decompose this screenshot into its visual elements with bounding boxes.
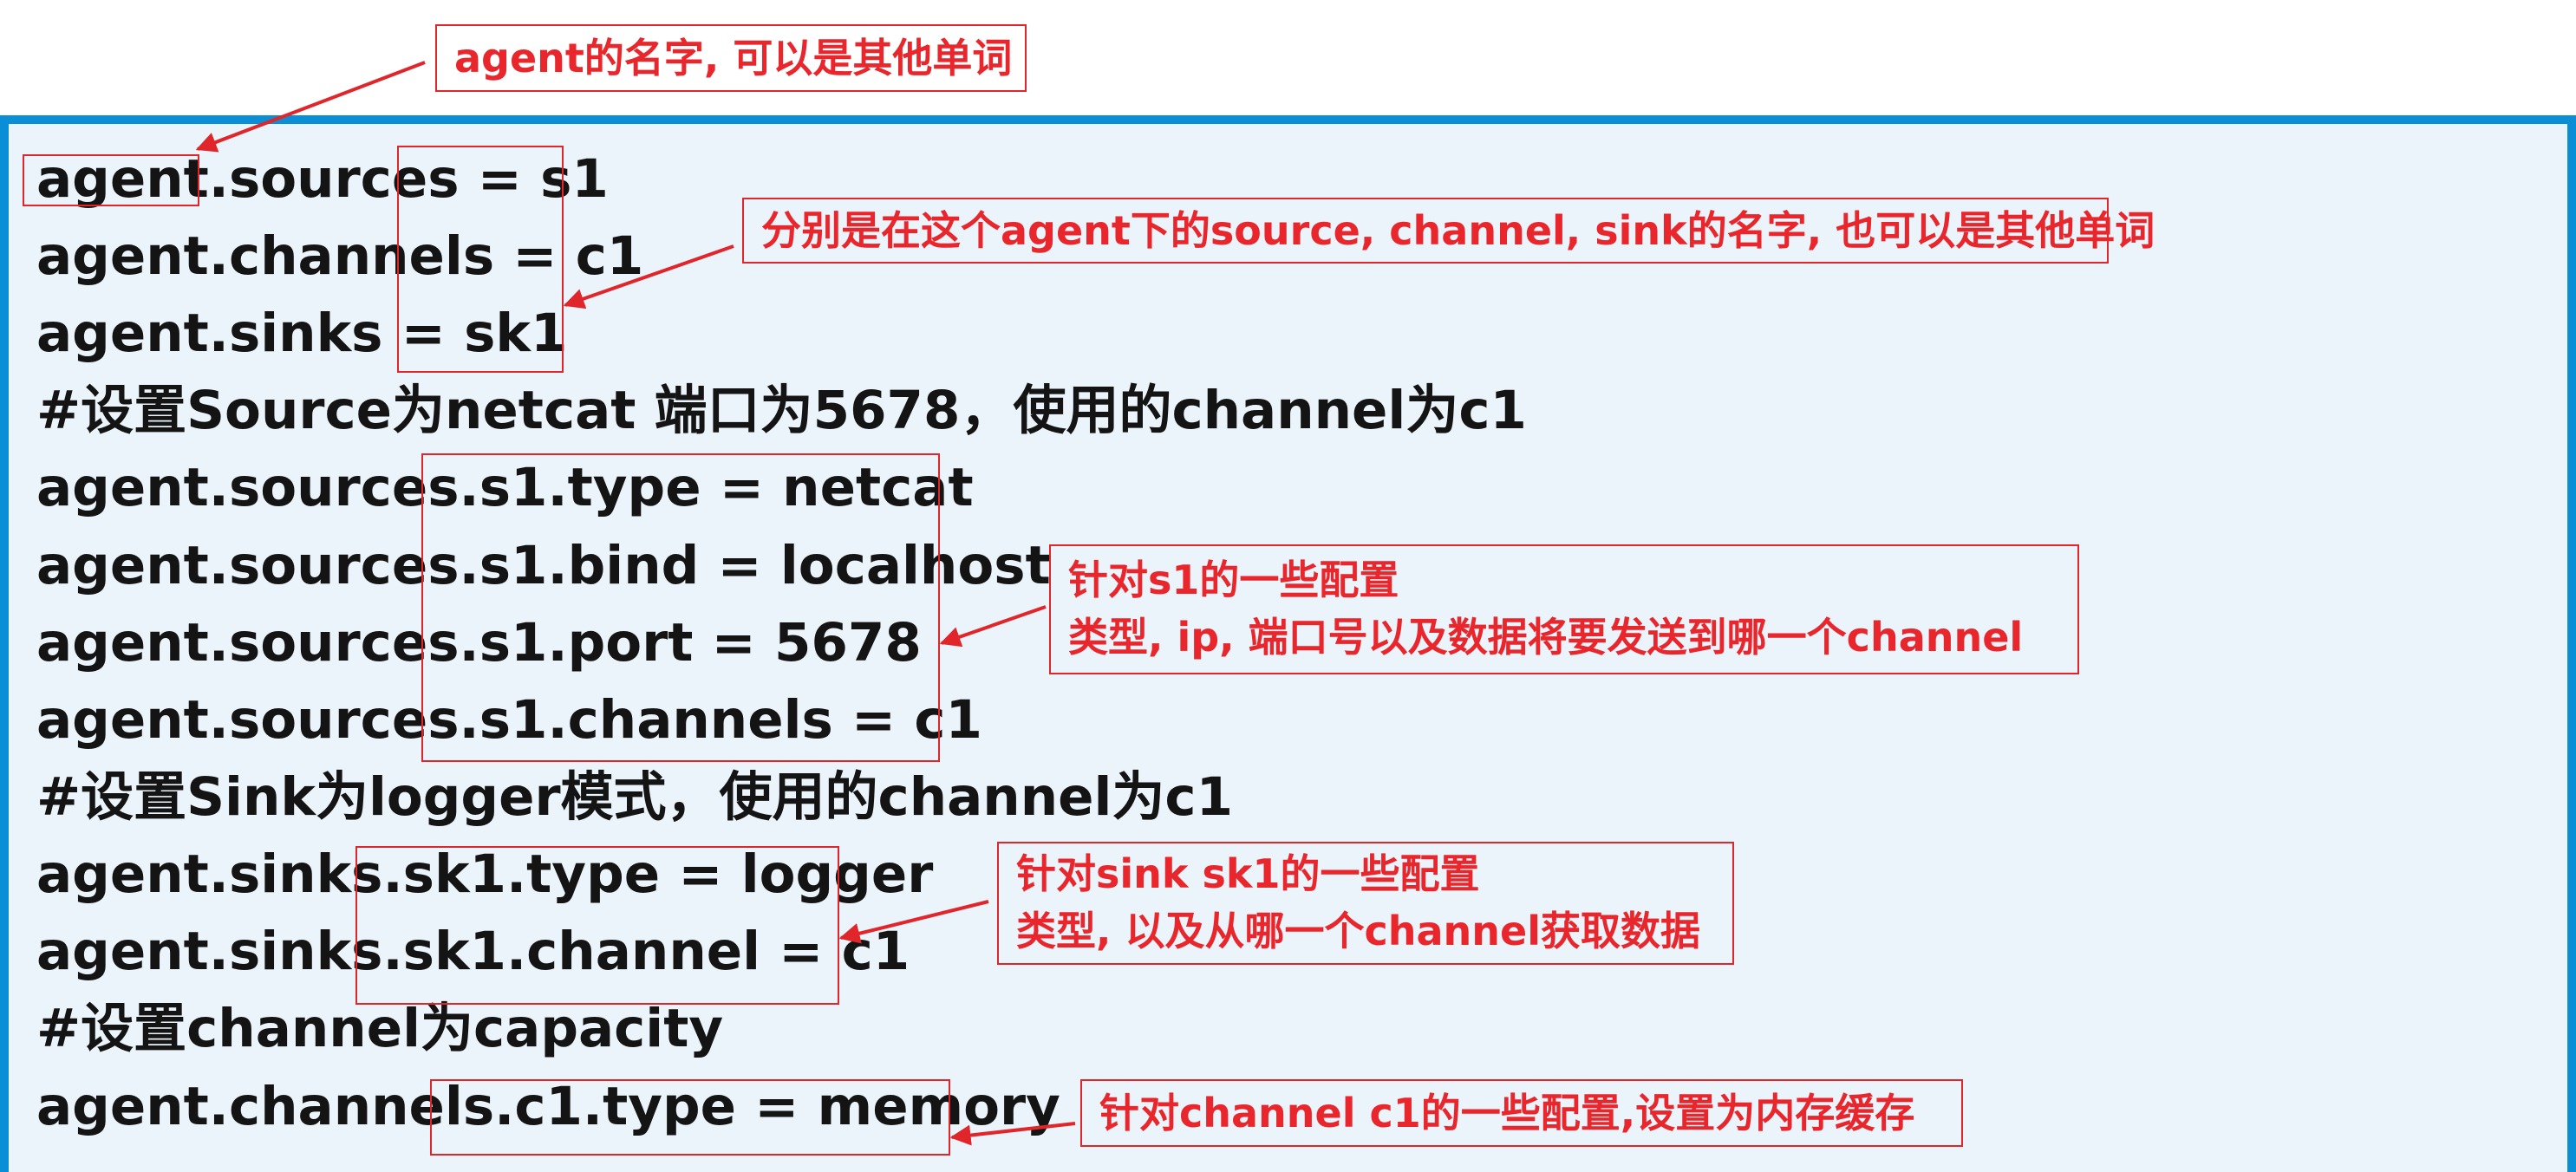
agent-name-note: agent的名字, 可以是其他单词 (435, 24, 1027, 92)
comment-line: #设置Sink为logger模式，使用的channel为c1 (36, 766, 1234, 828)
config-panel (0, 115, 2576, 1172)
highlight-agent-box (23, 154, 199, 206)
code-line: agent.sources.s1.bind = localhost (36, 535, 1051, 596)
code-line: agent.sources = s1 (36, 148, 609, 210)
highlight-channel-config-box (430, 1079, 950, 1156)
sink-config-note: 针对sink sk1的一些配置 类型, 以及从哪一个channel获取数据 (997, 842, 1734, 965)
code-line: agent.sources.s1.channels = c1 (36, 689, 983, 751)
highlight-component-names-box (397, 146, 564, 373)
comment-line: #设置channel为capacity (36, 998, 724, 1059)
source-config-note-line2: 类型, ip, 端口号以及数据将要发送到哪一个channel (1068, 614, 2024, 661)
channel-config-note: 针对channel c1的一些配置,设置为内存缓存 (1080, 1079, 1963, 1147)
comment-line: #设置Source为netcat 端口为5678，使用的channel为c1 (36, 380, 1527, 441)
sink-config-note-line2: 类型, 以及从哪一个channel获取数据 (1016, 908, 1701, 954)
sink-config-note-line1: 针对sink sk1的一些配置 (1016, 850, 1480, 897)
code-line: agent.channels.c1.type = memory (36, 1076, 1060, 1137)
code-line: agent.sources.s1.type = netcat (36, 457, 974, 518)
code-line: agent.channels = c1 (36, 225, 644, 287)
source-config-note-line1: 针对s1的一些配置 (1068, 557, 1399, 603)
source-config-note: 针对s1的一些配置 类型, ip, 端口号以及数据将要发送到哪一个channel (1049, 544, 2079, 674)
code-line: agent.sinks = sk1 (36, 303, 568, 364)
code-line: agent.sinks.sk1.channel = c1 (36, 921, 910, 982)
code-line: agent.sources.s1.port = 5678 (36, 612, 922, 674)
highlight-sink-config-box (355, 846, 839, 1005)
highlight-source-config-box (421, 453, 940, 762)
component-names-note: 分别是在这个agent下的source, channel, sink的名字, 也… (742, 198, 2155, 264)
code-line: agent.sinks.sk1.type = logger (36, 843, 934, 905)
